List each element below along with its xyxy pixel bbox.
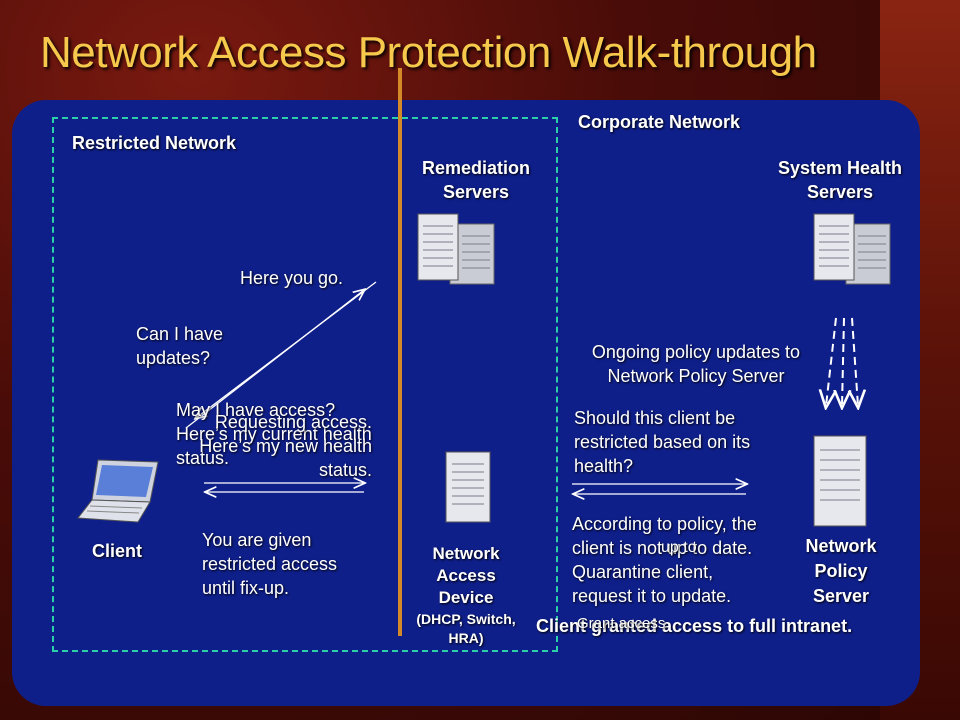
- grant-access-overlay-text: Grant access: [577, 615, 666, 632]
- network-divider-line: [398, 68, 402, 636]
- corporate-network-label: Corporate Network: [578, 112, 741, 132]
- policy-update-arrow-3: [852, 317, 858, 406]
- nad-line-4: (DHCP, Switch,: [416, 611, 516, 627]
- network-access-device-label: Network Access Device (DHCP, Switch, HRA…: [398, 543, 534, 647]
- nad-line-5: HRA): [448, 630, 484, 646]
- here-you-go-text: Here you go.: [240, 268, 344, 288]
- policy-update-arrow-2: [842, 317, 844, 406]
- update-response-arrow: [196, 281, 377, 418]
- nad-line-2: Access: [436, 566, 496, 585]
- granted-access-text: Client granted access to full intranet.: [536, 616, 853, 636]
- laptop-icon: [77, 459, 159, 523]
- system-health-servers-icon: [813, 213, 891, 285]
- remediation-servers-icon: [417, 213, 495, 285]
- diagram-panel: [12, 100, 920, 706]
- client-label: Client: [92, 541, 143, 561]
- remediation-servers-label: Remediation Servers: [421, 158, 531, 202]
- network-access-device-icon: [445, 451, 491, 523]
- policy-update-arrow-1: [826, 317, 837, 406]
- ongoing-policy-updates-text: Ongoing policy updates to Network Policy…: [591, 342, 801, 386]
- requesting-access-text: Requesting access. Here’s my new health …: [199, 412, 372, 480]
- restricted-access-text: You are given restricted access until fi…: [202, 530, 338, 598]
- should-restrict-text: Should this client be restricted based o…: [574, 408, 751, 476]
- system-health-servers-label: System Health Servers: [777, 158, 903, 202]
- restricted-network-label: Restricted Network: [72, 133, 237, 153]
- network-policy-server-icon: [813, 435, 867, 527]
- according-to-policy-text: According to policy, the client is not u…: [572, 514, 757, 606]
- may-i-have-access-text: May I have access? Here’s my current hea…: [176, 400, 372, 468]
- can-i-have-updates-text: Can I have updates?: [136, 324, 224, 368]
- network-policy-server-label: Network Policy Server: [805, 536, 877, 606]
- nad-line-3: Device: [438, 588, 494, 607]
- slide-title: Network Access Protection Walk-through: [40, 28, 817, 77]
- according-overlay-text: up to: [661, 539, 697, 556]
- restricted-network-boundary: [52, 117, 558, 652]
- nad-line-1: Network: [432, 544, 500, 563]
